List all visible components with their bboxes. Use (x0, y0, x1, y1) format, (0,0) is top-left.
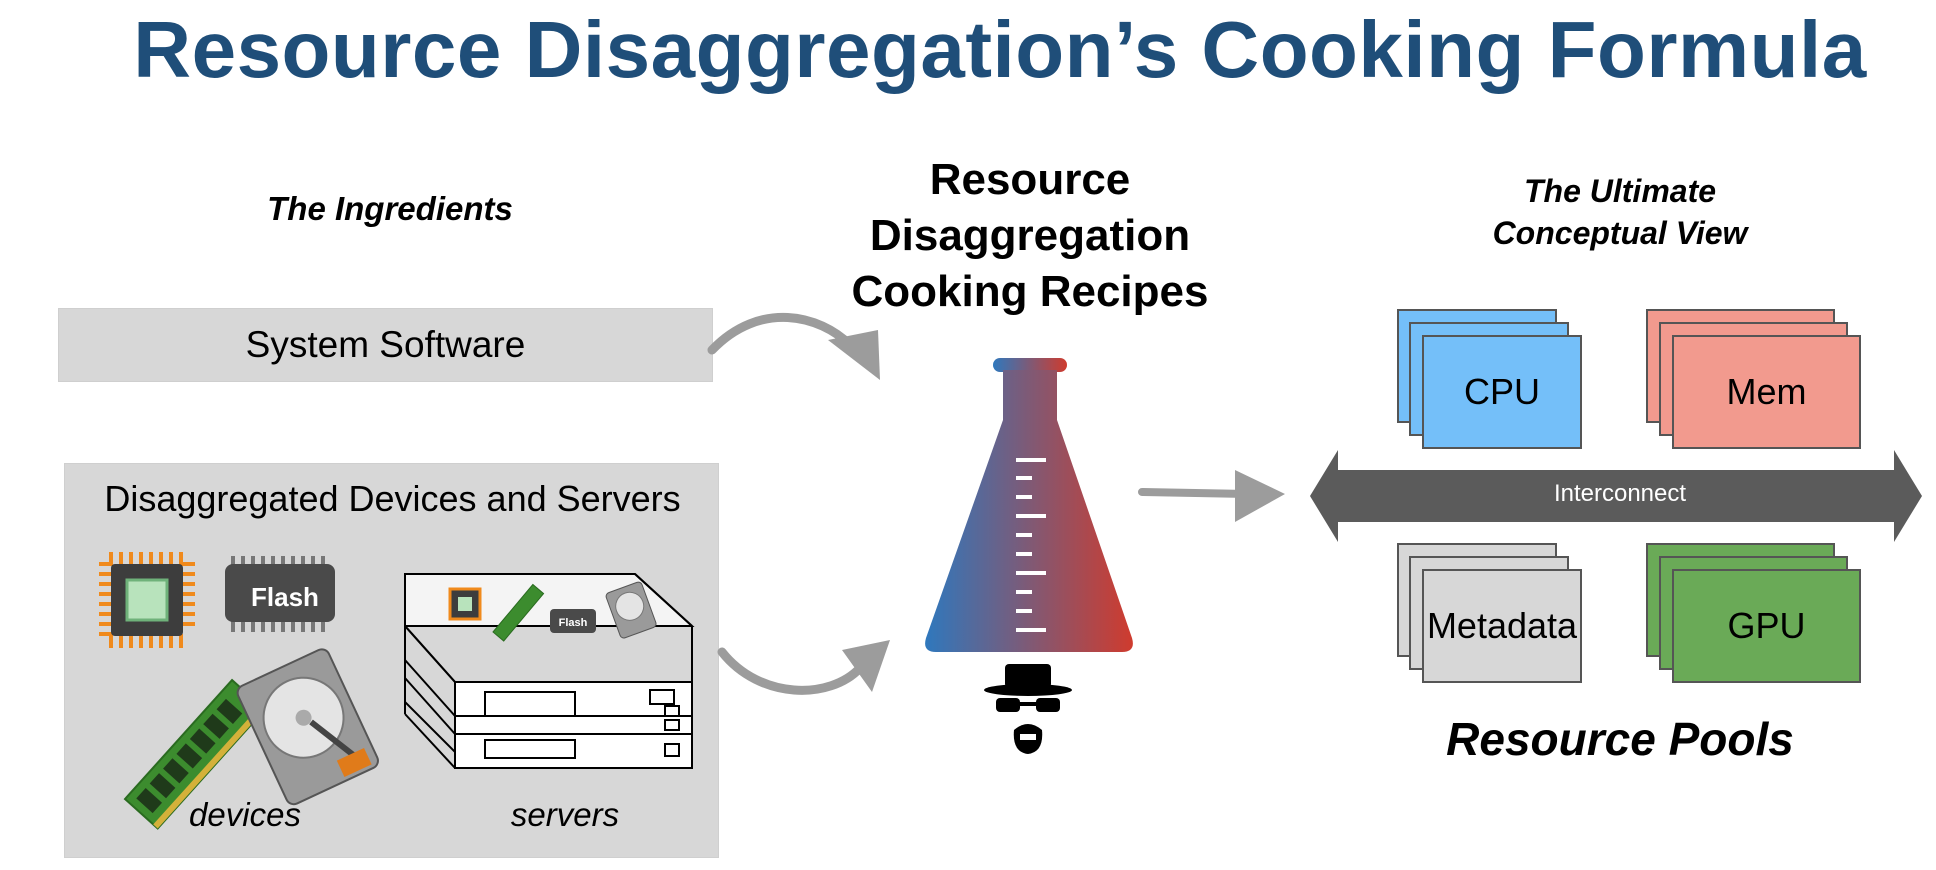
cpu-pool (1397, 309, 1582, 449)
interconnect-bar-icon (1310, 450, 1922, 542)
ram-stick-icon (123, 678, 267, 830)
devices-caption: devices (189, 796, 301, 833)
device-illustrations: Flash (99, 552, 695, 830)
flash-label: Flash (251, 582, 319, 612)
recipes-heading-line: Resource (929, 155, 1131, 204)
arrow-software-to-recipes-icon (707, 313, 880, 380)
interconnect-label: Interconnect (1553, 480, 1687, 507)
gpu-pool-label: GPU (1727, 605, 1806, 646)
conceptual-view-heading: The Ultimate Conceptual View (1450, 170, 1790, 254)
flask-icon (925, 358, 1133, 652)
cpu-pool-label: CPU (1463, 371, 1540, 412)
recipes-heading-line: Disaggregation (869, 211, 1191, 260)
server-cpu-icon (448, 587, 482, 621)
resource-pools-label: Resource Pools (1446, 713, 1794, 765)
server-flash-icon: Flash (550, 609, 596, 633)
gpu-pool (1646, 543, 1861, 683)
arrow-recipes-to-view-icon (1138, 470, 1285, 522)
devices-panel-title: Disaggregated Devices and Servers (104, 478, 681, 519)
ingredients-heading: The Ingredients (267, 190, 513, 227)
mem-pool-label: Mem (1726, 371, 1807, 412)
recipes-heading: Resource Disaggregation Cooking Recipes (820, 152, 1240, 320)
cpu-chip-icon (99, 552, 195, 648)
server-flash-label: Flash (559, 617, 588, 629)
server-ram-icon (492, 583, 545, 642)
devices-servers-panel: Disaggregated Devices and Servers Flash (64, 463, 719, 858)
metadata-pool-label: Metadata (1426, 605, 1578, 646)
metadata-pool (1397, 543, 1582, 683)
hard-drive-icon (236, 648, 379, 806)
system-software-label: System Software (245, 324, 526, 365)
mem-pool (1646, 309, 1861, 449)
system-software-box: System Software (58, 308, 713, 382)
page-title: Resource Disaggregation’s Cooking Formul… (133, 5, 1867, 94)
servers-caption: servers (510, 796, 620, 833)
server-drive-icon (605, 581, 657, 639)
conceptual-view-heading-line: Conceptual View (1492, 215, 1748, 251)
recipes-heading-line: Cooking Recipes (851, 267, 1209, 316)
heisenberg-icon (984, 664, 1072, 754)
flash-chip-icon: Flash (225, 556, 335, 632)
conceptual-view-heading-line: The Ultimate (1523, 173, 1717, 209)
arrow-devices-to-recipes-icon (717, 640, 890, 695)
